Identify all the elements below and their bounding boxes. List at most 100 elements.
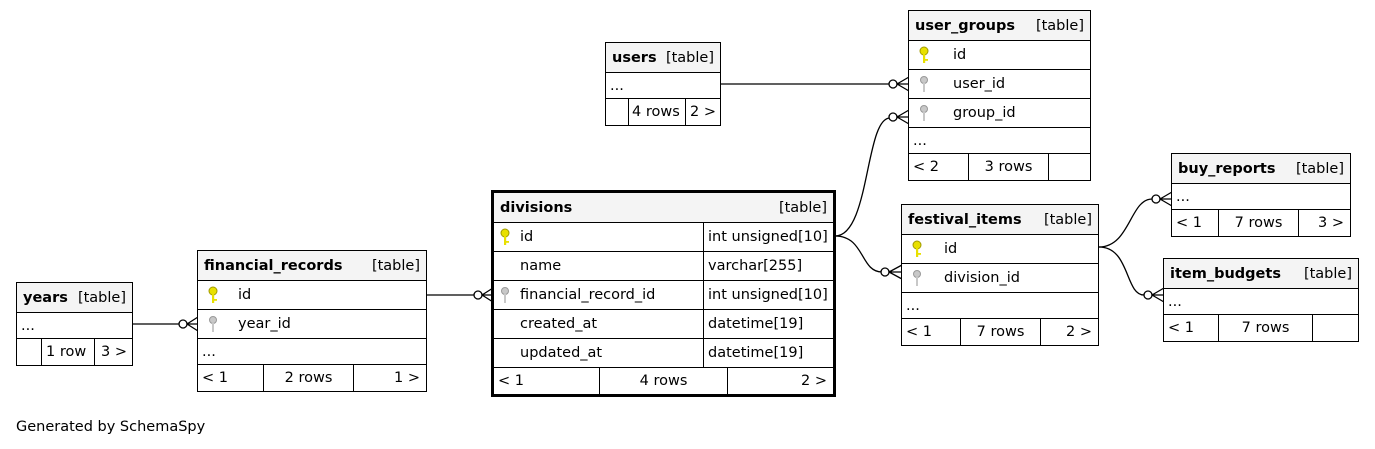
table-header: item_budgets [table] <box>1164 259 1358 289</box>
table-years[interactable]: years [table] ... 1 row 3 > <box>16 282 133 366</box>
edge-end-circle <box>888 79 898 89</box>
table-name: financial_records <box>204 257 343 274</box>
column-row: id <box>198 281 426 310</box>
column-type: int unsigned[10] <box>703 223 833 251</box>
column-name: division_id <box>944 270 1020 286</box>
edge-festival-items-buy-reports <box>1098 198 1153 248</box>
table-footer: < 1 7 rows 2 > <box>902 319 1098 345</box>
table-header: festival_items [table] <box>902 205 1098 235</box>
primary-key-icon <box>208 286 218 303</box>
next-link[interactable]: 2 > <box>727 368 833 394</box>
edge-divisions-festival-items <box>834 235 883 273</box>
column-row: id <box>909 41 1090 70</box>
row-count: 3 rows <box>968 154 1048 180</box>
prev-link[interactable]: < 1 <box>1176 215 1202 231</box>
table-footer: < 1 2 rows 1 > <box>198 365 426 391</box>
table-users[interactable]: users [table] ... 4 rows 2 > <box>605 42 721 126</box>
row-count: 2 rows <box>263 365 353 391</box>
edge-end-circle <box>1151 194 1161 204</box>
generated-by-label: Generated by SchemaSpy <box>16 419 206 435</box>
column-ellipsis: ... <box>1172 184 1350 210</box>
table-kind: [table] <box>665 49 714 66</box>
table-buy-reports[interactable]: buy_reports [table] ... < 1 7 rows 3 > <box>1171 153 1351 237</box>
row-count: 7 rows <box>1218 210 1298 236</box>
column-type: varchar[255] <box>703 252 833 280</box>
column-name: updated_at <box>520 345 603 361</box>
prev-link[interactable]: < 1 <box>1168 320 1194 336</box>
column-ellipsis: ... <box>198 339 426 365</box>
next-link[interactable]: 1 > <box>353 365 426 391</box>
table-name: users <box>612 49 657 66</box>
table-footer: 1 row 3 > <box>17 339 132 365</box>
foreign-key-icon <box>913 270 921 286</box>
edge-end-circle <box>1143 290 1153 300</box>
next-link[interactable]: 2 > <box>685 99 720 125</box>
edge-festival-items-item-budgets <box>1098 246 1145 296</box>
table-name: user_groups <box>915 17 1016 34</box>
table-item-budgets[interactable]: item_budgets [table] ... < 1 7 rows <box>1163 258 1359 342</box>
table-user-groups[interactable]: user_groups [table] id user_id group_id … <box>908 10 1091 181</box>
column-type: datetime[19] <box>703 310 833 338</box>
prev-link[interactable]: < 2 <box>913 159 939 175</box>
table-name: item_budgets <box>1170 265 1281 282</box>
column-type: datetime[19] <box>703 339 833 367</box>
column-row: division_id <box>902 264 1098 293</box>
table-footer: < 1 4 rows 2 > <box>494 368 833 394</box>
table-kind: [table] <box>77 289 126 306</box>
column-ellipsis: ... <box>909 128 1090 154</box>
table-footer: < 2 3 rows <box>909 154 1090 180</box>
column-ellipsis: ... <box>902 293 1098 319</box>
column-name: id <box>953 47 967 63</box>
primary-key-icon <box>919 46 929 63</box>
table-kind: [table] <box>1303 265 1352 282</box>
table-footer: < 1 7 rows <box>1164 315 1358 341</box>
table-kind: [table] <box>778 199 827 216</box>
table-name: buy_reports <box>1178 160 1276 177</box>
column-row: financial_record_id int unsigned[10] <box>494 281 833 310</box>
next-link[interactable]: 2 > <box>1040 319 1098 345</box>
row-count: 7 rows <box>1218 315 1312 341</box>
prev-link[interactable]: < 1 <box>202 370 228 386</box>
table-header: years [table] <box>17 283 132 313</box>
edge-crow-foot <box>1151 287 1165 303</box>
table-header: financial_records [table] <box>198 251 426 281</box>
edge-end-circle <box>888 112 898 122</box>
edge-crow-foot <box>186 316 199 332</box>
edge-crow-foot <box>896 109 910 125</box>
column-row: year_id <box>198 310 426 339</box>
table-financial-records[interactable]: financial_records [table] id year_id ...… <box>197 250 427 392</box>
foreign-key-icon <box>920 76 928 92</box>
table-festival-items[interactable]: festival_items [table] id division_id ..… <box>901 204 1099 346</box>
primary-key-icon <box>912 240 922 257</box>
column-ellipsis: ... <box>1164 289 1358 315</box>
edge-crow-foot <box>888 264 903 280</box>
column-row: id <box>902 235 1098 264</box>
prev-link[interactable]: < 1 <box>906 324 932 340</box>
prev-link[interactable]: < 1 <box>498 373 524 389</box>
row-count: 1 row <box>41 339 94 365</box>
table-name: years <box>23 289 68 306</box>
foreign-key-icon <box>920 105 928 121</box>
column-ellipsis: ... <box>17 313 132 339</box>
row-count: 7 rows <box>960 319 1040 345</box>
edge-end-circle <box>178 319 188 329</box>
table-header: buy_reports [table] <box>1172 154 1350 184</box>
row-count: 4 rows <box>599 368 727 394</box>
edge-divisions-user-groups <box>834 117 891 237</box>
column-name: id <box>238 287 252 303</box>
foreign-key-icon <box>501 287 509 303</box>
edge-end-circle <box>880 267 890 277</box>
table-kind: [table] <box>1035 17 1084 34</box>
table-header: divisions [table] <box>494 193 833 223</box>
column-type: int unsigned[10] <box>703 281 833 309</box>
table-name: divisions <box>500 199 573 216</box>
column-name: name <box>520 258 562 274</box>
next-link[interactable]: 3 > <box>94 339 132 365</box>
table-kind: [table] <box>371 257 420 274</box>
table-name: festival_items <box>908 211 1022 228</box>
column-name: id <box>944 241 958 257</box>
primary-key-icon <box>500 228 510 245</box>
table-divisions[interactable]: divisions [table] id int unsigned[10] na… <box>491 190 836 397</box>
next-link[interactable]: 3 > <box>1298 210 1350 236</box>
